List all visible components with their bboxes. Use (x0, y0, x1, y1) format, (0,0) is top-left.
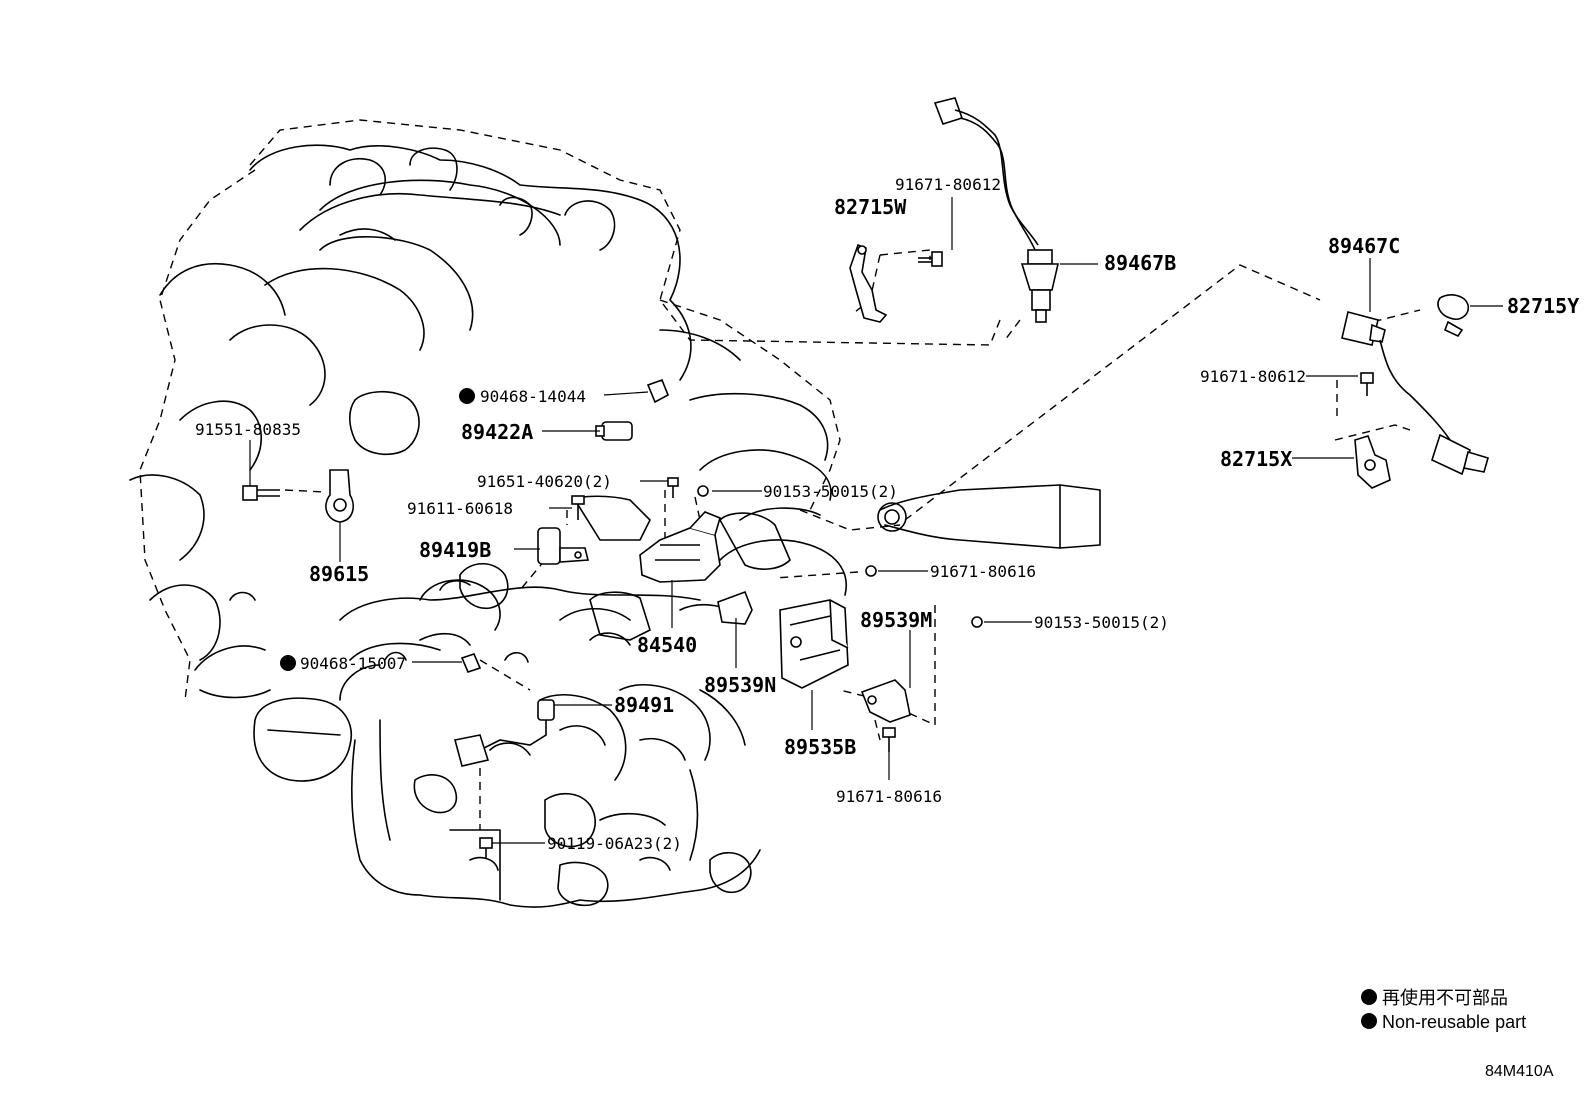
legend-line-english: Non-reusable part (1382, 1012, 1526, 1032)
label-91651-40620[interactable]: 91651-40620(2) (477, 472, 612, 491)
bolt-91551-80835 (242, 485, 280, 501)
label-91671-80616-b[interactable]: 91671-80616 (836, 787, 942, 806)
label-90468-15007[interactable]: 90468-15007 (300, 654, 406, 673)
oxygen-sensor-89467B (933, 97, 1060, 323)
bracket-82715W (849, 243, 888, 323)
bolt-91651-40620 (667, 477, 679, 498)
label-89419B[interactable]: 89419B (419, 538, 491, 562)
sensor-89419B (537, 527, 590, 565)
label-82715Y[interactable]: 82715Y (1507, 294, 1579, 318)
label-89467C[interactable]: 89467C (1328, 234, 1400, 258)
label-89615[interactable]: 89615 (309, 562, 369, 586)
legend-line-japanese: 再使用不可部品 (1382, 988, 1508, 1008)
label-90119-06A23[interactable]: 90119-06A23(2) (547, 834, 682, 853)
sensor-89422A (595, 421, 633, 441)
engine-transaxle-drawing (129, 144, 1101, 908)
bolt-91671-80612-a (918, 251, 943, 267)
bracket-82715X (1354, 435, 1391, 489)
label-89422A[interactable]: 89422A (461, 420, 533, 444)
label-90153-50015-b[interactable]: 90153-50015(2) (1034, 613, 1169, 632)
bolt-91671-80616-a (865, 565, 877, 577)
label-82715W[interactable]: 82715W (834, 195, 907, 219)
ecu-89535B (779, 599, 849, 689)
diagram-code: 84M410A (1485, 1063, 1554, 1080)
bolt-91671-80612-b (1360, 372, 1374, 396)
bolt-91671-80616-b (882, 727, 896, 752)
sensor-89491 (454, 699, 555, 767)
clip-90468-14044 (646, 378, 670, 404)
label-82715X[interactable]: 82715X (1220, 447, 1292, 471)
non-reusable-marker-90468-14044 (459, 388, 475, 404)
label-90153-50015-a[interactable]: 90153-50015(2) (763, 482, 898, 501)
bolt-91611-60618 (571, 495, 585, 520)
label-89539M[interactable]: 89539M (860, 608, 932, 632)
switch-84540 (639, 511, 721, 583)
label-91671-80612-a[interactable]: 91671-80612 (895, 175, 1001, 194)
legend-bullet-2 (1361, 1013, 1377, 1029)
label-84540[interactable]: 84540 (637, 633, 697, 657)
clip-90468-15007 (460, 653, 482, 673)
assembly-dashed-lines (139, 119, 1421, 830)
bolt-90119-06A23 (479, 837, 493, 858)
label-89535B[interactable]: 89535B (784, 735, 856, 759)
bolt-90153-50015-a (697, 485, 709, 497)
label-89467B[interactable]: 89467B (1104, 251, 1176, 275)
oxygen-sensor-89467C (1341, 311, 1489, 476)
label-91671-80612-b[interactable]: 91671-80612 (1200, 367, 1306, 386)
non-reusable-marker-90468-15007 (280, 655, 296, 671)
label-89539N[interactable]: 89539N (704, 673, 776, 697)
leader-lines (249, 197, 1503, 844)
label-91551-80835[interactable]: 91551-80835 (195, 420, 301, 439)
bracket-89539M (860, 679, 911, 723)
bolt-90153-50015-b (971, 616, 983, 628)
label-89491[interactable]: 89491 (614, 693, 674, 717)
label-90468-14044[interactable]: 90468-14044 (480, 387, 586, 406)
knock-sensor-89615 (325, 469, 354, 523)
legend-bullet-1 (1361, 989, 1377, 1005)
label-91611-60618[interactable]: 91611-60618 (407, 499, 513, 518)
legend: 再使用不可部品 Non-reusable part (1361, 988, 1526, 1032)
clamp-82715Y (1437, 294, 1470, 338)
bracket-89539N (717, 590, 753, 625)
part-labels: 91671-80612 82715W 89467B 89467C 82715Y … (195, 175, 1579, 853)
label-91671-80616-a[interactable]: 91671-80616 (930, 562, 1036, 581)
